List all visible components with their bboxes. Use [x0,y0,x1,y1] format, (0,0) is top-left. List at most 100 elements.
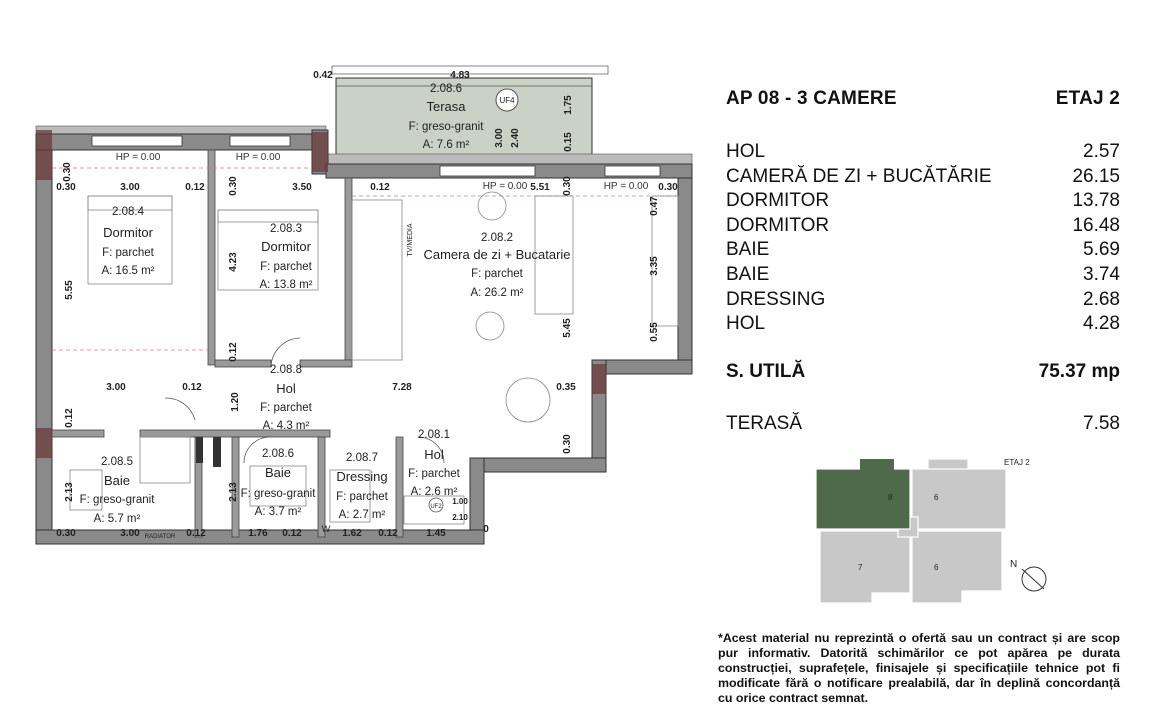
room-baie-1-area: A: 5.7 m² [94,513,141,525]
dim-3.35: 3.35 [649,256,660,276]
dim-0: 0 [483,524,489,535]
dim-4.23: 4.23 [228,252,239,272]
floor-title: ETAJ 2 [1055,88,1120,109]
hp-marker-4: HP = 0.00 [604,181,649,192]
dim-0.12-b: 0.12 [370,182,390,193]
room-baie-2-area: A: 3.7 m² [255,506,302,518]
room-row: HOL 2.57 [726,140,1120,165]
terrace-area [335,77,593,159]
key-plan: 8 6 7 6 ETAJ 2 N [815,458,1047,604]
tv-media-label: TV/MEDIA [407,223,414,256]
room-row-area: 2.68 [1083,288,1120,310]
dim-0.12-a: 0.12 [185,182,205,193]
room-row-area: 2.57 [1083,141,1120,162]
key-plan-unit-6a: 6 [934,493,939,502]
dim-5.45: 5.45 [562,318,573,338]
room-dormitor-1-area: A: 16.5 m² [101,265,154,277]
room-row-name: BAIE [726,239,770,261]
room-row-area: 5.69 [1083,239,1120,261]
room-camera-floor: F: parchet [471,268,524,280]
north-label: N [1010,559,1017,570]
room-camera-name: Camera de zi + Bucatarie [423,247,570,262]
room-dormitor-2-floor: F: parchet [260,261,313,273]
room-row-area: 13.78 [1072,190,1120,212]
total-label: S. UTILĂ [726,360,806,382]
dim-0.30-v2: 0.30 [228,176,239,196]
dim-1.62: 1.62 [342,528,362,539]
room-dressing-name: Dressing [336,469,387,484]
key-plan-label: ETAJ 2 [1004,458,1030,467]
room-hol-2-name: Hol [424,447,444,462]
key-plan-unit-7: 7 [858,563,863,572]
room-hol-1-code: 2.08.8 [270,364,302,376]
dim-3.00-a: 3.00 [120,182,140,193]
uf2-mark: UF2 [430,504,442,510]
room-dormitor-2-name: Dormitor [261,239,312,254]
room-hol-1-floor: F: parchet [260,402,313,414]
room-hol-2-area: A: 2.6 m² [411,486,458,498]
room-row: BAIE 3.74 [726,263,1120,288]
dim-0.35: 0.35 [556,382,576,393]
room-row: DRESSING 2.68 [726,288,1120,313]
room-dormitor-2-area: A: 13.8 m² [259,279,312,291]
area-panel: AP 08 - 3 CAMERE ETAJ 2 HOL 2.57 CAMERĂ D… [726,88,1120,435]
dim-0.15: 0.15 [563,132,574,152]
uf4-tag [495,88,519,112]
total-usable-area: S. UTILĂ 75.37 mp [726,361,1120,383]
room-row-name: DRESSING [726,288,826,310]
terrace-area-label: A: 7.6 m² [423,139,470,151]
room-hol-2-floor: F: parchet [408,468,461,480]
dim-0.30-c: 0.30 [56,528,76,539]
room-row-name: HOL [726,141,766,162]
key-plan-unit-6b: 6 [934,563,939,572]
room-dormitor-2-code: 2.08.3 [270,223,302,235]
room-baie-2-name: Baie [265,465,291,480]
dim-2.10: 2.10 [452,513,468,522]
dim-2.13-a: 2.13 [64,482,75,502]
disclaimer-text: *Acest material nu reprezintă o ofertă s… [718,631,1120,705]
room-baie-1-code: 2.08.5 [101,456,133,468]
dim-0.12-e: 0.12 [282,528,302,539]
dim-0.47: 0.47 [649,196,660,216]
room-dormitor-1-floor: F: parchet [102,247,155,259]
dim-0.42: 0.42 [313,70,333,81]
room-row-name: BAIE [726,263,770,285]
dim-0.30-v1: 0.30 [62,162,73,182]
dim-2.13-b: 2.13 [228,482,239,502]
room-dressing-area: A: 2.7 m² [339,509,386,521]
dim-1.75: 1.75 [563,95,574,115]
room-row: BAIE 5.69 [726,238,1120,263]
room-baie-1-floor: F: greso-granit [80,494,156,506]
dim-0.30-b: 0.30 [658,182,678,193]
terrace-value: 7.58 [1083,412,1120,434]
terrace-area-row: TERASĂ 7.58 [726,413,1120,435]
dim-3.00-t: 3.00 [494,128,505,148]
dim-0.12-c: 0.12 [182,382,202,393]
room-hol-1-name: Hol [276,381,296,396]
radiator-label: RADIATOR [145,534,176,540]
terrace-floor: F: greso-granit [409,121,485,133]
apartment-title: AP 08 - 3 CAMERE [726,88,897,109]
terrace-name: Terasa [426,99,466,114]
dim-0.30-a: 0.30 [56,182,76,193]
dim-0.30-v4: 0.30 [562,434,573,454]
room-row-name: DORMITOR [726,190,830,212]
dim-5.55: 5.55 [64,280,75,300]
terrace-railing [331,65,609,75]
room-baie-1-name: Baie [104,473,130,488]
dim-2.40: 2.40 [510,128,521,148]
terrace-label: TERASĂ [726,412,803,434]
dim-0.12-f: 0.12 [378,528,398,539]
room-row: DORMITOR 13.78 [726,189,1120,214]
dim-1.45: 1.45 [426,528,446,539]
room-row-area: 3.74 [1083,263,1120,285]
furniture [69,191,679,525]
hp-marker-3: HP = 0.00 [483,181,528,192]
dim-0.12-v2: 0.12 [64,408,75,428]
dim-0.12-d: 0.12 [186,528,206,539]
room-hol-2-code: 2.08.1 [418,429,450,441]
